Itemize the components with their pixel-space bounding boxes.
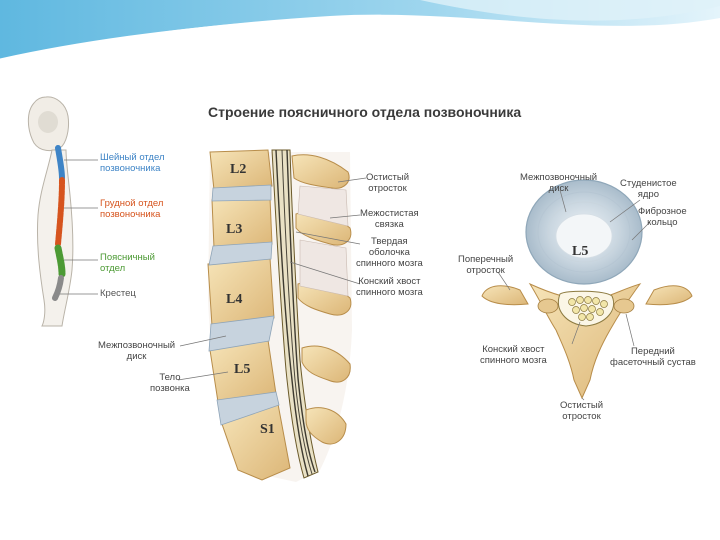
label-cervical: Шейный отдел позвоночника	[100, 152, 164, 174]
label-interspinous-ligament-line1: Межостистая	[360, 208, 419, 219]
axial-label-disc-line2: диск	[548, 183, 569, 194]
label-interspinous-ligament: Межостистая связка	[360, 208, 419, 230]
label-spinous-process: Остистый отросток	[366, 172, 409, 194]
label-thoracic-line1: Грудной отдел	[100, 198, 164, 209]
label-dura-mater-line3: спинного мозга	[356, 258, 423, 269]
label-dura-mater-line2: оболочка	[368, 247, 410, 258]
label-vertebral-body-line2: позвонка	[150, 383, 190, 394]
axial-label-nucleus-line2: ядро	[637, 189, 659, 200]
label-cauda-equina-line1: Конский хвост	[358, 276, 421, 287]
axial-label-disc-line1: Межпозвоночный	[520, 172, 598, 183]
axial-label-facet: Передний фасеточный сустав	[610, 346, 696, 368]
label-thoracic-line2: позвоночника	[100, 209, 161, 220]
label-intervertebral-disc-line2: диск	[126, 351, 147, 362]
label-lumbar-line1: Поясничный	[100, 252, 155, 263]
label-interspinous-ligament-line2: связка	[374, 219, 404, 230]
label-cervical-line2: позвоночника	[100, 163, 161, 174]
label-spinous-process-line2: отросток	[368, 183, 407, 194]
axial-label-nucleus-line1: Студенистое	[620, 178, 677, 189]
label-cervical-line1: Шейный отдел	[100, 152, 165, 163]
label-dura-mater-line1: Твердая	[371, 236, 408, 247]
axial-label-nucleus: Студенистое ядро	[620, 178, 677, 200]
vertebra-label-l5: L5	[234, 362, 251, 377]
header-wave	[0, 0, 720, 62]
label-vertebral-body: Тело позвонка	[150, 372, 190, 394]
axial-label-transverse-line1: Поперечный	[458, 254, 514, 265]
label-intervertebral-disc-line1: Межпозвоночный	[98, 340, 176, 351]
label-cauda-equina: Конский хвост спинного мозга	[356, 276, 423, 298]
label-vertebral-body-line1: Тело	[159, 372, 181, 383]
vertebra-label-s1: S1	[260, 422, 275, 437]
axial-label-transverse-line2: отросток	[466, 265, 505, 276]
axial-label-facet-line1: Передний	[630, 346, 675, 357]
axial-label-spinous-line2: отросток	[562, 411, 601, 422]
sagittal-spine-diagram	[177, 149, 367, 482]
vertebra-label-l4: L4	[226, 292, 243, 307]
axial-label-annulus-line1: Фиброзное	[638, 206, 687, 217]
label-cauda-equina-line2: спинного мозга	[356, 287, 423, 298]
axial-label-cauda-equina-line1: Конский хвост	[482, 344, 545, 355]
axial-label-cauda-equina: Конский хвост спинного мозга	[480, 344, 547, 366]
vertebra-label-l3: L3	[226, 222, 243, 237]
axial-vertebra-label: L5	[572, 244, 589, 259]
axial-label-spinous: Остистый отросток	[560, 400, 603, 422]
label-lumbar: Поясничный отдел	[100, 252, 155, 274]
axial-label-disc: Межпозвоночный диск	[520, 172, 597, 194]
axial-label-spinous-line1: Остистый	[560, 400, 604, 411]
axial-label-cauda-equina-line2: спинного мозга	[480, 355, 547, 366]
label-intervertebral-disc: Межпозвоночный диск	[98, 340, 175, 362]
body-outline-figure	[27, 96, 98, 327]
axial-label-transverse: Поперечный отросток	[458, 254, 513, 276]
label-dura-mater: Твердая оболочка спинного мозга	[356, 236, 423, 269]
axial-label-annulus: Фиброзное кольцо	[638, 206, 687, 228]
label-lumbar-line2: отдел	[100, 263, 126, 274]
axial-vertebra-diagram	[481, 179, 693, 401]
slide-title: Строение поясничного отдела позвоночника	[208, 104, 522, 120]
label-spinous-process-line1: Остистый	[366, 172, 410, 183]
axial-label-annulus-line2: кольцо	[647, 217, 678, 228]
label-sacrum: Крестец	[100, 288, 136, 299]
label-thoracic: Грудной отдел позвоночника	[100, 198, 163, 220]
vertebra-label-l2: L2	[230, 162, 247, 177]
axial-label-facet-line2: фасеточный сустав	[610, 357, 696, 368]
